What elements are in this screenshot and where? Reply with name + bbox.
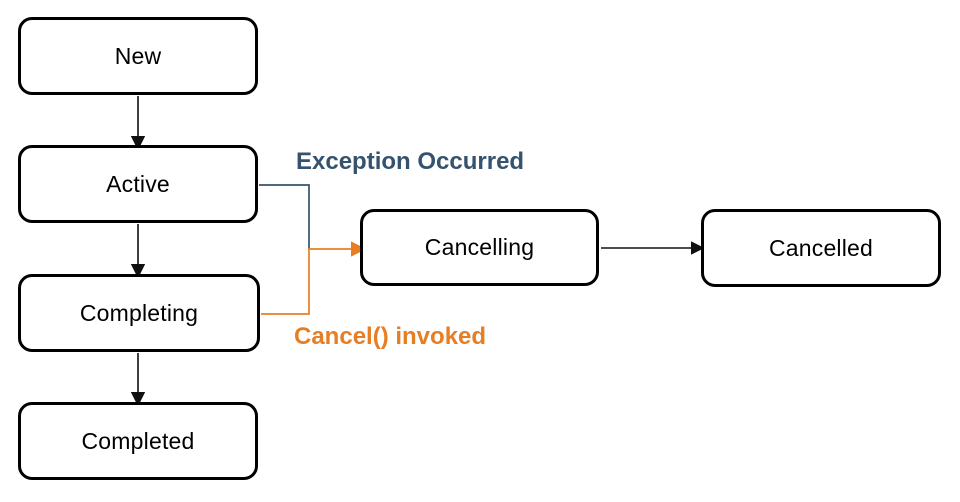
edge-label-cancel-invoked: Cancel() invoked bbox=[294, 323, 487, 350]
node-active: Active bbox=[18, 145, 258, 223]
node-new: New bbox=[18, 17, 258, 95]
edge-active-to-cancelling bbox=[259, 184, 310, 249]
node-cancelling-label: Cancelling bbox=[424, 234, 535, 260]
node-active-label: Active bbox=[106, 170, 170, 197]
node-completed-label: Completed bbox=[81, 427, 195, 454]
node-completing: Completing bbox=[18, 274, 260, 352]
node-cancelling: Cancelling bbox=[360, 209, 599, 286]
node-completed: Completed bbox=[18, 402, 258, 480]
node-new-label: New bbox=[114, 42, 162, 69]
edge-label-exception-occurred: Exception Occurred bbox=[296, 148, 525, 175]
node-completing-label: Completing bbox=[79, 299, 199, 326]
node-cancelled-label: Cancelled bbox=[768, 234, 874, 261]
edge-completing-to-cancelling bbox=[261, 241, 367, 315]
node-cancelled: Cancelled bbox=[701, 209, 941, 287]
